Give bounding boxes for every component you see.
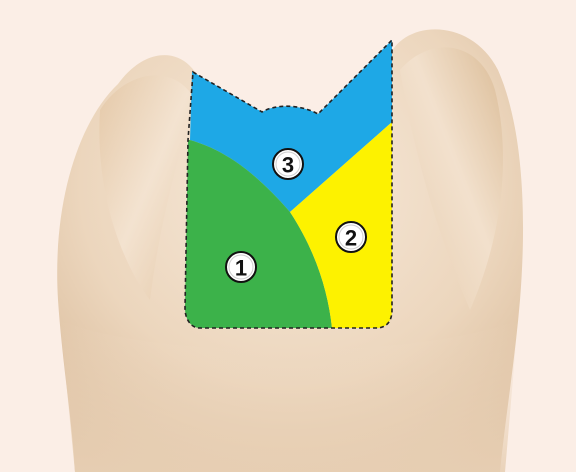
zone-1-badge: 1 — [226, 252, 256, 282]
zone-2-badge: 2 — [336, 222, 366, 252]
zone-3-badge: 3 — [273, 149, 303, 179]
zone-1-number: 1 — [235, 256, 247, 281]
zone-2-number: 2 — [345, 226, 357, 251]
zone-3-number: 3 — [282, 153, 294, 178]
